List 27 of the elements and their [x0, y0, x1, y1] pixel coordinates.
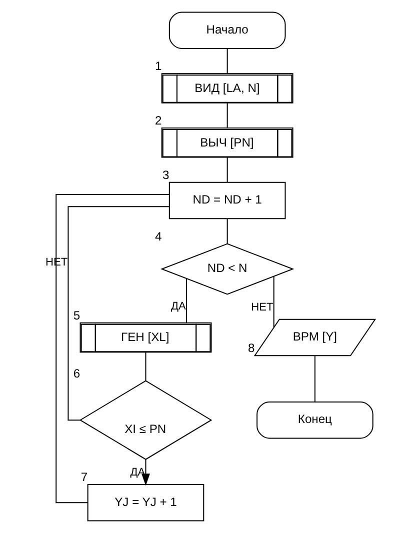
connector	[226, 103, 228, 128]
arrow	[141, 459, 150, 486]
node-label: 8	[248, 341, 254, 356]
connector	[144, 352, 146, 381]
edge-label: ДА	[130, 466, 145, 479]
connector	[226, 157, 228, 182]
connector	[226, 218, 228, 244]
node-box: ND = ND + 1	[168, 182, 286, 220]
connector	[314, 356, 315, 402]
node-box: Конец	[256, 401, 373, 439]
node-label: 5	[72, 308, 80, 322]
connector	[272, 276, 274, 328]
connector	[186, 278, 187, 323]
node-box: YJ = YJ + 1	[86, 484, 204, 522]
edge-label: ДА	[170, 300, 186, 313]
node-diamond: XI ≤ PN	[78, 380, 212, 460]
node-label: 3	[162, 168, 169, 182]
node-label: 2	[154, 114, 162, 128]
node-box: Начало	[168, 12, 286, 49]
node-diamond: ND < N	[160, 243, 294, 295]
connector	[55, 194, 169, 504]
node-label: 6	[72, 366, 80, 380]
connector	[226, 48, 228, 74]
node-label: 7	[80, 470, 88, 484]
node-label: 4	[154, 229, 162, 244]
node-label: 1	[154, 59, 162, 74]
edge-label: НЕТ	[250, 302, 273, 314]
